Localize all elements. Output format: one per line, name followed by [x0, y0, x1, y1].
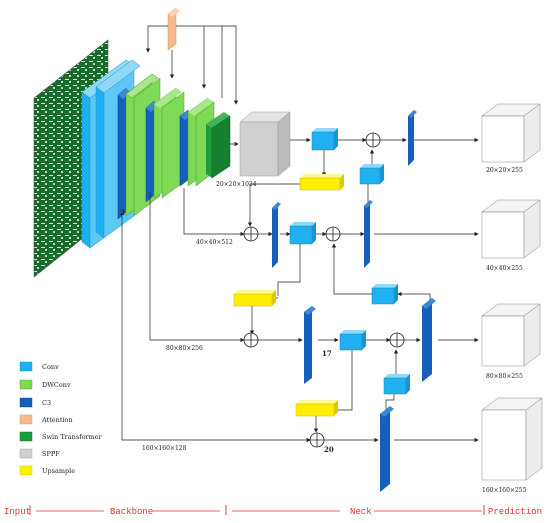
- svg-text:Upsample: Upsample: [42, 467, 75, 475]
- label-f80: 80×80×256: [166, 345, 203, 352]
- svg-text:SPPF: SPPF: [42, 450, 60, 458]
- upsample-2: [233, 290, 276, 307]
- concat-20: [365, 132, 381, 148]
- conv-block-5: [339, 330, 366, 351]
- label-layer-20: 20: [324, 445, 334, 454]
- legend: Conv DWConv C3 Attention Swin Transforme…: [19, 361, 103, 476]
- legend-sppf: SPPF: [19, 448, 60, 459]
- c3-neck-1: [408, 110, 417, 166]
- section-prediction: Prediction: [488, 507, 542, 517]
- svg-text:Conv: Conv: [42, 363, 59, 371]
- legend-c3: C3: [19, 397, 51, 408]
- label-out160: 160×160×255: [482, 487, 527, 494]
- upsample-1: [299, 174, 344, 191]
- svg-text:C3: C3: [42, 399, 51, 407]
- output-cube-80: [481, 303, 541, 367]
- conv-blocks: [289, 128, 410, 395]
- c3-neck-2: [272, 202, 281, 268]
- section-input: Input: [4, 507, 31, 517]
- conv-block-3: [289, 222, 316, 245]
- neck-c3-blocks: [272, 110, 436, 492]
- label-out40: 40×40×255: [486, 265, 523, 272]
- conv-block-6: [383, 374, 410, 395]
- section-neck: Neck: [350, 507, 372, 517]
- concat-40b: [325, 226, 341, 242]
- svg-text:DWConv: DWConv: [42, 381, 71, 389]
- c3-neck-6: [380, 406, 394, 492]
- conv-block-1: [311, 128, 338, 151]
- legend-conv: Conv: [19, 361, 59, 372]
- attention-block: [167, 7, 180, 51]
- section-bar: Input Backbone Neck Prediction: [4, 505, 542, 517]
- legend-dwconv: DWConv: [19, 379, 71, 390]
- label-f40: 40×40×512: [196, 239, 233, 246]
- concat-40a: [243, 226, 259, 242]
- svg-text:Swin Transformer: Swin Transformer: [42, 433, 103, 441]
- neck-connections: [121, 137, 479, 443]
- sppf-block: [239, 111, 291, 177]
- c3-neck-5: [422, 298, 436, 382]
- concat-160: [309, 432, 325, 448]
- label-f160: 160×160×128: [142, 445, 187, 452]
- upsample-3: [295, 400, 338, 417]
- output-cube-40: [481, 199, 541, 259]
- label-spp-out: 20×20×1024: [216, 181, 257, 188]
- c3-neck-4: [304, 306, 316, 384]
- attention-connections: [145, 25, 239, 105]
- label-out20: 20×20×255: [486, 167, 523, 174]
- output-cube-20: [481, 103, 541, 163]
- svg-text:Attention: Attention: [41, 416, 73, 424]
- concat-80b: [389, 332, 405, 348]
- legend-swin: Swin Transformer: [19, 431, 103, 442]
- backbone-stack: 2: [81, 59, 231, 249]
- concat-80a: [243, 332, 259, 348]
- concat-nodes: [243, 132, 405, 448]
- prediction-outputs: [481, 103, 543, 481]
- label-out80: 80×80×255: [486, 373, 523, 380]
- output-cube-160: [481, 397, 543, 481]
- c3-neck-3: [364, 200, 373, 268]
- upsample-blocks: [233, 174, 344, 417]
- conv-block-2: [359, 164, 384, 185]
- label-layer-2: 2: [120, 208, 125, 217]
- conv-block-4: [371, 284, 398, 305]
- section-backbone: Backbone: [110, 507, 153, 517]
- label-layer-17: 17: [322, 349, 332, 358]
- legend-attention: Attention: [19, 414, 73, 425]
- legend-upsample: Upsample: [19, 465, 75, 476]
